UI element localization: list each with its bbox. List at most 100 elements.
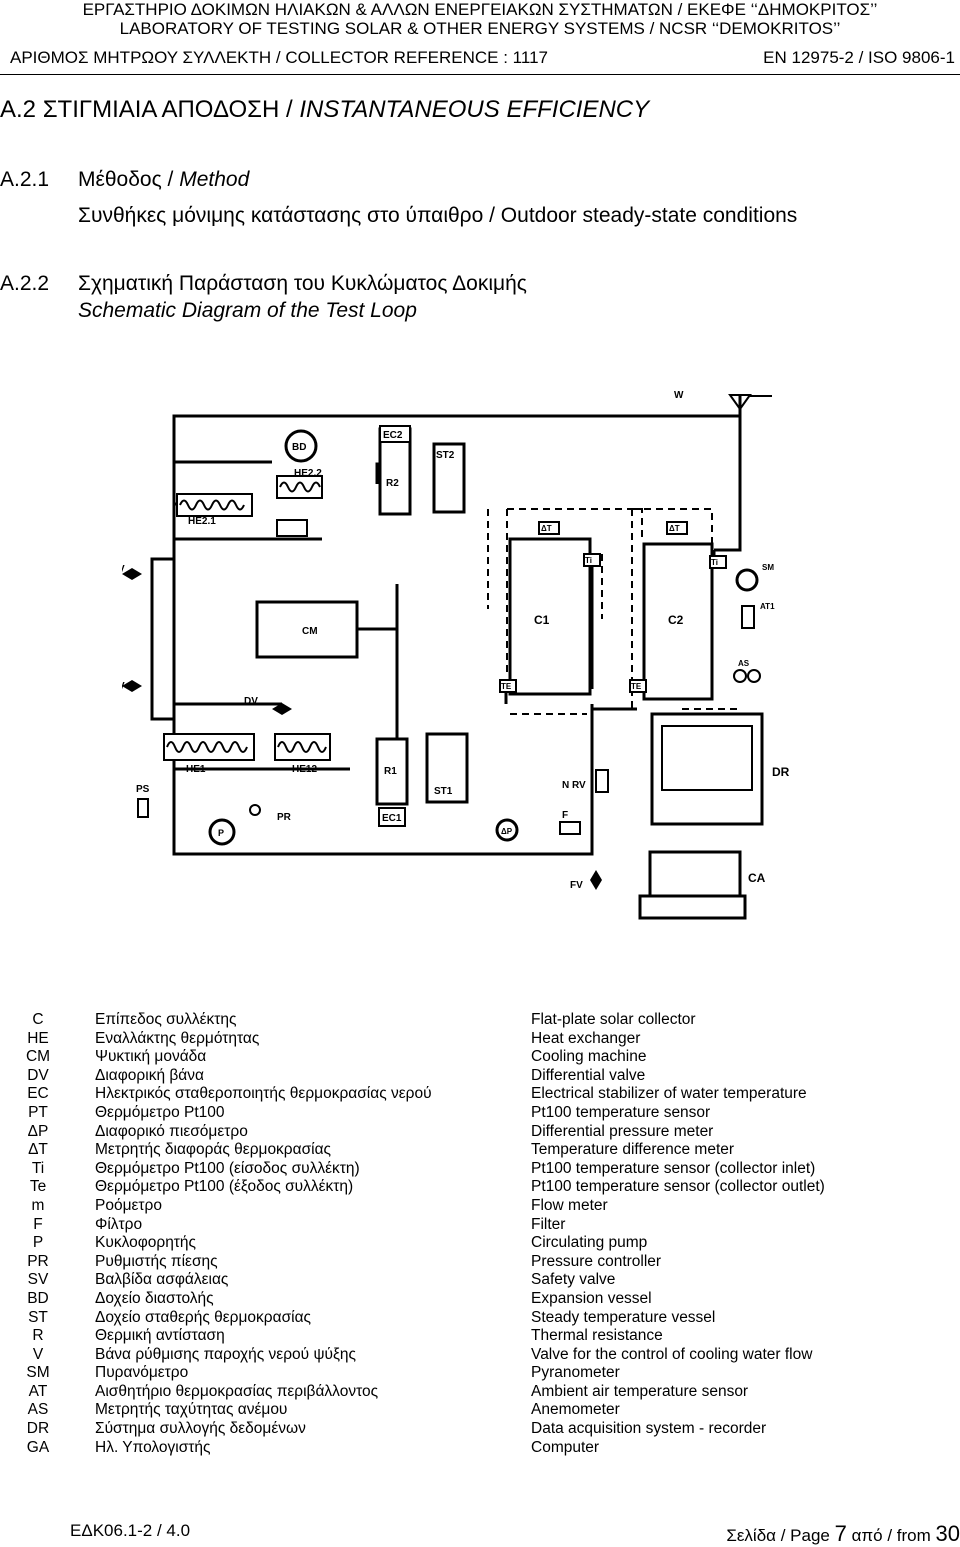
legend-english: Computer <box>531 1438 600 1456</box>
label-he1: HE1 <box>186 764 206 775</box>
legend-english: Heat exchanger <box>531 1029 641 1047</box>
legend-english: Anemometer <box>531 1401 620 1419</box>
legend-english: Flow meter <box>531 1196 608 1214</box>
collector-c2 <box>642 542 714 701</box>
legend-code: P <box>32 1234 44 1252</box>
label-as: AS <box>738 659 750 668</box>
label-bd: BD <box>292 442 306 453</box>
label-cm: CM <box>302 626 318 637</box>
legend-english: Pt100 temperature sensor <box>531 1103 711 1121</box>
legend-code: V <box>32 1345 44 1363</box>
legend-code: SV <box>27 1271 49 1289</box>
flow-valve-fv <box>590 870 602 890</box>
legend-english: Differential pressure meter <box>531 1122 714 1140</box>
label-c1: C1 <box>534 613 550 627</box>
legend-greek: Σύστημα συλλογής δεδομένων <box>95 1420 306 1438</box>
label-pr: PR <box>277 812 292 823</box>
legend-greek: Θερμόμετρο Pt100 (είσοδος συλλέκτη) <box>95 1159 360 1177</box>
legend-code: ΔP <box>27 1122 49 1140</box>
subsection-title-greek: Μέθοδος / <box>78 168 180 191</box>
legend-row: PT Θερμόμετρο Pt100 Pt100 temperature sens… <box>0 1104 960 1123</box>
label-sm: SM <box>762 563 774 572</box>
label-dt1: ΔT <box>541 524 552 533</box>
pipe-bottom-return <box>457 734 594 856</box>
label-dr: DR <box>772 765 790 779</box>
legend-code: GA <box>26 1438 50 1456</box>
legend-code: Ti <box>31 1159 45 1177</box>
legend-greek: Μετρητής ταχύτητας ανέμου <box>95 1401 288 1419</box>
legend-row: AS Μετρητής ταχύτητας ανέμου Anemometer <box>0 1401 960 1420</box>
legend-code: ΔT <box>28 1141 48 1159</box>
label-ec1: EC1 <box>382 813 402 824</box>
legend-code: PR <box>27 1252 49 1270</box>
label-c2: C2 <box>668 613 684 627</box>
legend-code: EC <box>27 1085 49 1103</box>
legend-code: C <box>32 1011 44 1028</box>
legend-english: Electrical stabilizer of water temperatu… <box>531 1085 807 1103</box>
legend-english: Data acquisition system - recorder <box>531 1420 767 1438</box>
filter-f <box>559 821 581 835</box>
label-ps: PS <box>136 784 150 795</box>
steady-vessel-st1 <box>425 732 469 804</box>
legend-greek: Θερμόμετρο Pt100 <box>95 1103 225 1121</box>
collector-reference: ΑΡΙΘΜΟΣ ΜΗΤΡΩΟΥ ΣΥΛΛΕΚΤΗ / COLLECTOR REF… <box>10 48 548 67</box>
legend-english: Pressure controller <box>531 1252 662 1270</box>
label-r2: R2 <box>386 478 399 489</box>
label-w: W <box>674 390 684 401</box>
legend-greek: Θερμόμετρο Pt100 (έξοδος συλλέκτη) <box>95 1178 354 1196</box>
collector-c1 <box>508 537 592 696</box>
label-f: F <box>562 810 568 821</box>
legend-english: Ambient air temperature sensor <box>531 1382 749 1400</box>
legend-code: DR <box>26 1420 50 1438</box>
gauge-icon <box>249 804 261 816</box>
section-title-english: INSTANTANEOUS EFFICIENCY <box>299 96 650 123</box>
stabilizer-ec1 <box>378 807 406 827</box>
legend-code: Te <box>29 1178 47 1196</box>
pyranometer-sm <box>735 568 759 592</box>
label-dp: ΔP <box>501 827 513 836</box>
label-dt2: ΔT <box>669 524 680 533</box>
label-he22: HE2.2 <box>294 468 322 479</box>
thermal-resistance-r1 <box>375 737 409 806</box>
legend-code: PT <box>28 1103 48 1121</box>
document-code: ΕΔΚ06.1-2 / 4.0 <box>70 1521 191 1540</box>
section-title: Α.2 ΣΤΙΓΜΙΑΙΑ ΑΠΟΔΟΣΗ / INSTANTANEOUS EF… <box>0 96 649 124</box>
label-fv: FV <box>570 880 583 891</box>
thermal-resistance-r2 <box>378 427 412 516</box>
legend-greek: Ψυκτική μονάδα <box>95 1048 207 1066</box>
label-ti2: Ti <box>711 558 718 567</box>
legend-greek: Δοχείο διαστολής <box>95 1289 214 1307</box>
legend-greek: Βαλβίδα ασφάλειας <box>95 1271 229 1289</box>
steady-vessel-st2 <box>432 442 466 514</box>
page-indicator: Σελίδα / Page 7 από / from 30 <box>726 1521 960 1547</box>
legend-english: Flat-plate solar collector <box>531 1011 696 1028</box>
subsection-number: A.2.2 <box>0 272 50 295</box>
legend-code: DV <box>27 1066 49 1084</box>
lab-title-greek: ΕΡΓΑΣΤΗΡΙΟ ΔΟΚΙΜΩΝ ΗΛΙΑΚΩΝ & ΑΛΛΩΝ ΕΝΕΡΓ… <box>82 0 878 19</box>
anemometer-as <box>733 669 761 683</box>
legend-greek: Διαφορική βάνα <box>95 1066 204 1084</box>
legend-english: Differential valve <box>531 1066 646 1084</box>
legend-greek: Πυρανόμετρο <box>95 1364 189 1382</box>
differential-valve-low <box>272 703 292 715</box>
label-ec2: EC2 <box>383 430 403 441</box>
legend-code: AS <box>27 1401 49 1419</box>
computer-ca <box>648 850 742 899</box>
legend-code: R <box>32 1327 44 1345</box>
schematic-subtitle: Schematic Diagram of the Test Loop <box>78 299 417 322</box>
heat-exchanger-he1 <box>163 733 255 761</box>
page-total: 30 <box>935 1521 960 1546</box>
